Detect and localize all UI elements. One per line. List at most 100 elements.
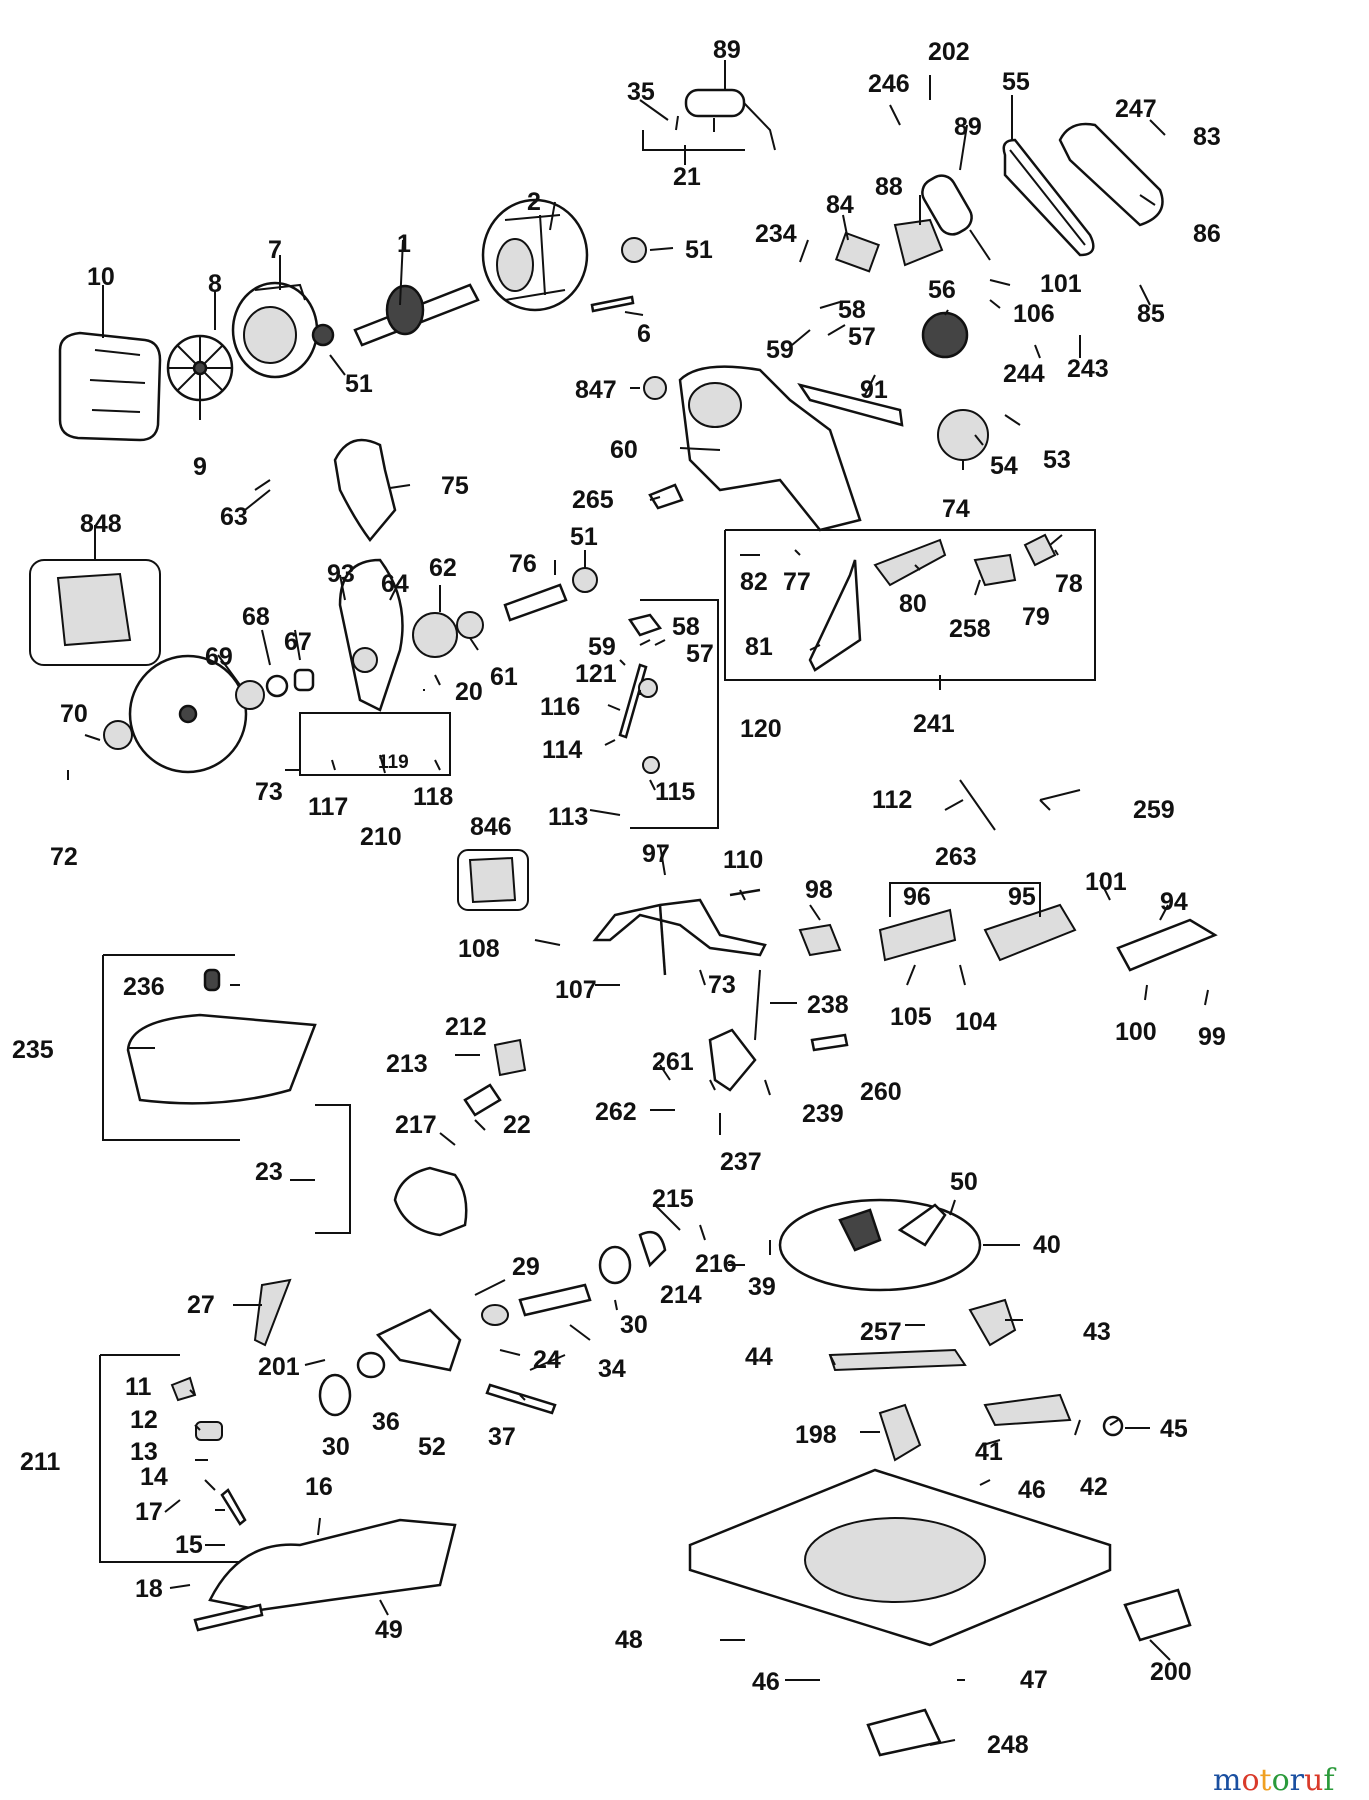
label-85: 85 [1137, 300, 1165, 328]
label-81: 81 [745, 633, 773, 661]
part-45 [1102, 1415, 1124, 1437]
label-74: 74 [942, 495, 970, 523]
part-58-b [627, 613, 663, 637]
label-75: 75 [441, 472, 469, 500]
part-lever-97-arm [658, 904, 667, 976]
label-58-mid: 58 [672, 613, 700, 641]
leader-lines [67, 60, 1209, 1746]
label-50: 50 [950, 1168, 978, 1196]
label-248: 248 [987, 1731, 1029, 1759]
watermark-letter: m [1213, 1763, 1241, 1798]
label-42: 42 [1080, 1473, 1108, 1501]
part-key-6 [590, 295, 635, 313]
label-68: 68 [242, 603, 270, 631]
part-43 [968, 1298, 1017, 1347]
label-214: 214 [660, 1281, 702, 1309]
part-washer-68 [265, 674, 289, 698]
label-13: 13 [130, 1438, 158, 1466]
watermark-letter: f [1323, 1763, 1336, 1798]
bracket-21 [642, 130, 745, 151]
label-12: 12 [130, 1406, 158, 1434]
part-gear-62 [412, 612, 458, 658]
label-235: 235 [12, 1036, 54, 1064]
label-113: 113 [548, 803, 588, 831]
label-236: 236 [123, 973, 165, 1001]
part-table-40 [778, 1198, 982, 1292]
part-116 [638, 678, 658, 698]
part-lever-97 [592, 898, 767, 957]
label-101-mid: 101 [1085, 868, 1127, 896]
label-61: 61 [490, 663, 518, 691]
part-handle-27 [253, 1278, 292, 1347]
label-96: 96 [903, 883, 931, 911]
label-106: 106 [1013, 300, 1055, 328]
label-30-upper: 30 [620, 1311, 648, 1339]
label-46-top: 46 [1018, 1476, 1046, 1504]
label-114: 114 [542, 736, 582, 764]
part-bolt-37 [485, 1383, 557, 1415]
label-247: 247 [1115, 95, 1157, 123]
part-guard-75 [333, 438, 397, 543]
bracket-211 [99, 1354, 245, 1563]
part-36-roller [356, 1351, 386, 1379]
label-54: 54 [990, 452, 1018, 480]
label-216: 216 [695, 1250, 737, 1278]
part-washer-69 [235, 680, 265, 710]
label-57-top: 57 [848, 323, 876, 351]
label-107: 107 [555, 976, 597, 1004]
label-116: 116 [540, 693, 580, 721]
part-knob-847 [643, 376, 667, 400]
label-217: 217 [395, 1111, 437, 1139]
label-241: 241 [913, 710, 955, 738]
part-212 [493, 1038, 527, 1077]
label-89-capacitor: 89 [713, 36, 741, 64]
part-bracket-88 [893, 218, 944, 267]
label-57-mid: 57 [686, 640, 714, 668]
label-215: 215 [652, 1185, 694, 1213]
part-11 [170, 1376, 197, 1402]
part-belt-55 [1002, 138, 1095, 257]
watermark-letter: o [1241, 1763, 1259, 1798]
label-51-shaft: 51 [570, 523, 598, 551]
part-41 [983, 1393, 1072, 1427]
watermark-letter: t [1260, 1763, 1272, 1798]
part-115 [642, 756, 660, 774]
watermark-letter: o [1272, 1763, 1290, 1798]
label-234: 234 [755, 220, 797, 248]
label-98: 98 [805, 876, 833, 904]
part-tray-235 [126, 968, 317, 1105]
part-kit-846 [457, 849, 529, 911]
label-89-handle: 89 [954, 113, 982, 141]
part-belt-cover-85 [1058, 122, 1164, 227]
part-rod-49 [193, 1603, 264, 1632]
label-63: 63 [220, 503, 248, 531]
part-screws-35 [675, 115, 715, 132]
part-upper-guard-93 [338, 558, 404, 712]
label-262: 262 [595, 1098, 637, 1126]
part-bearing-51-top [621, 237, 647, 263]
label-29: 29 [512, 1253, 540, 1281]
part-spacer-67 [293, 668, 315, 692]
part-pulley-74 [937, 409, 989, 461]
label-239: 239 [802, 1100, 844, 1128]
label-846: 846 [470, 813, 512, 841]
label-243: 243 [1067, 355, 1109, 383]
label-6: 6 [637, 320, 651, 348]
part-bearing-61 [456, 611, 484, 639]
label-86: 86 [1193, 220, 1221, 248]
label-91: 91 [860, 376, 888, 404]
label-121: 121 [575, 660, 617, 688]
label-21: 21 [673, 163, 701, 191]
part-blade-70 [128, 654, 248, 774]
label-263: 263 [935, 843, 977, 871]
label-2: 2 [527, 188, 541, 216]
label-7: 7 [268, 236, 282, 264]
part-knob-23 [393, 1083, 502, 1237]
label-40: 40 [1033, 1231, 1061, 1259]
watermark-letter: r [1290, 1763, 1305, 1798]
label-213: 213 [386, 1050, 428, 1078]
label-20: 20 [455, 678, 483, 706]
label-53: 53 [1043, 446, 1071, 474]
part-94 [1116, 918, 1218, 972]
label-27: 27 [187, 1291, 215, 1319]
